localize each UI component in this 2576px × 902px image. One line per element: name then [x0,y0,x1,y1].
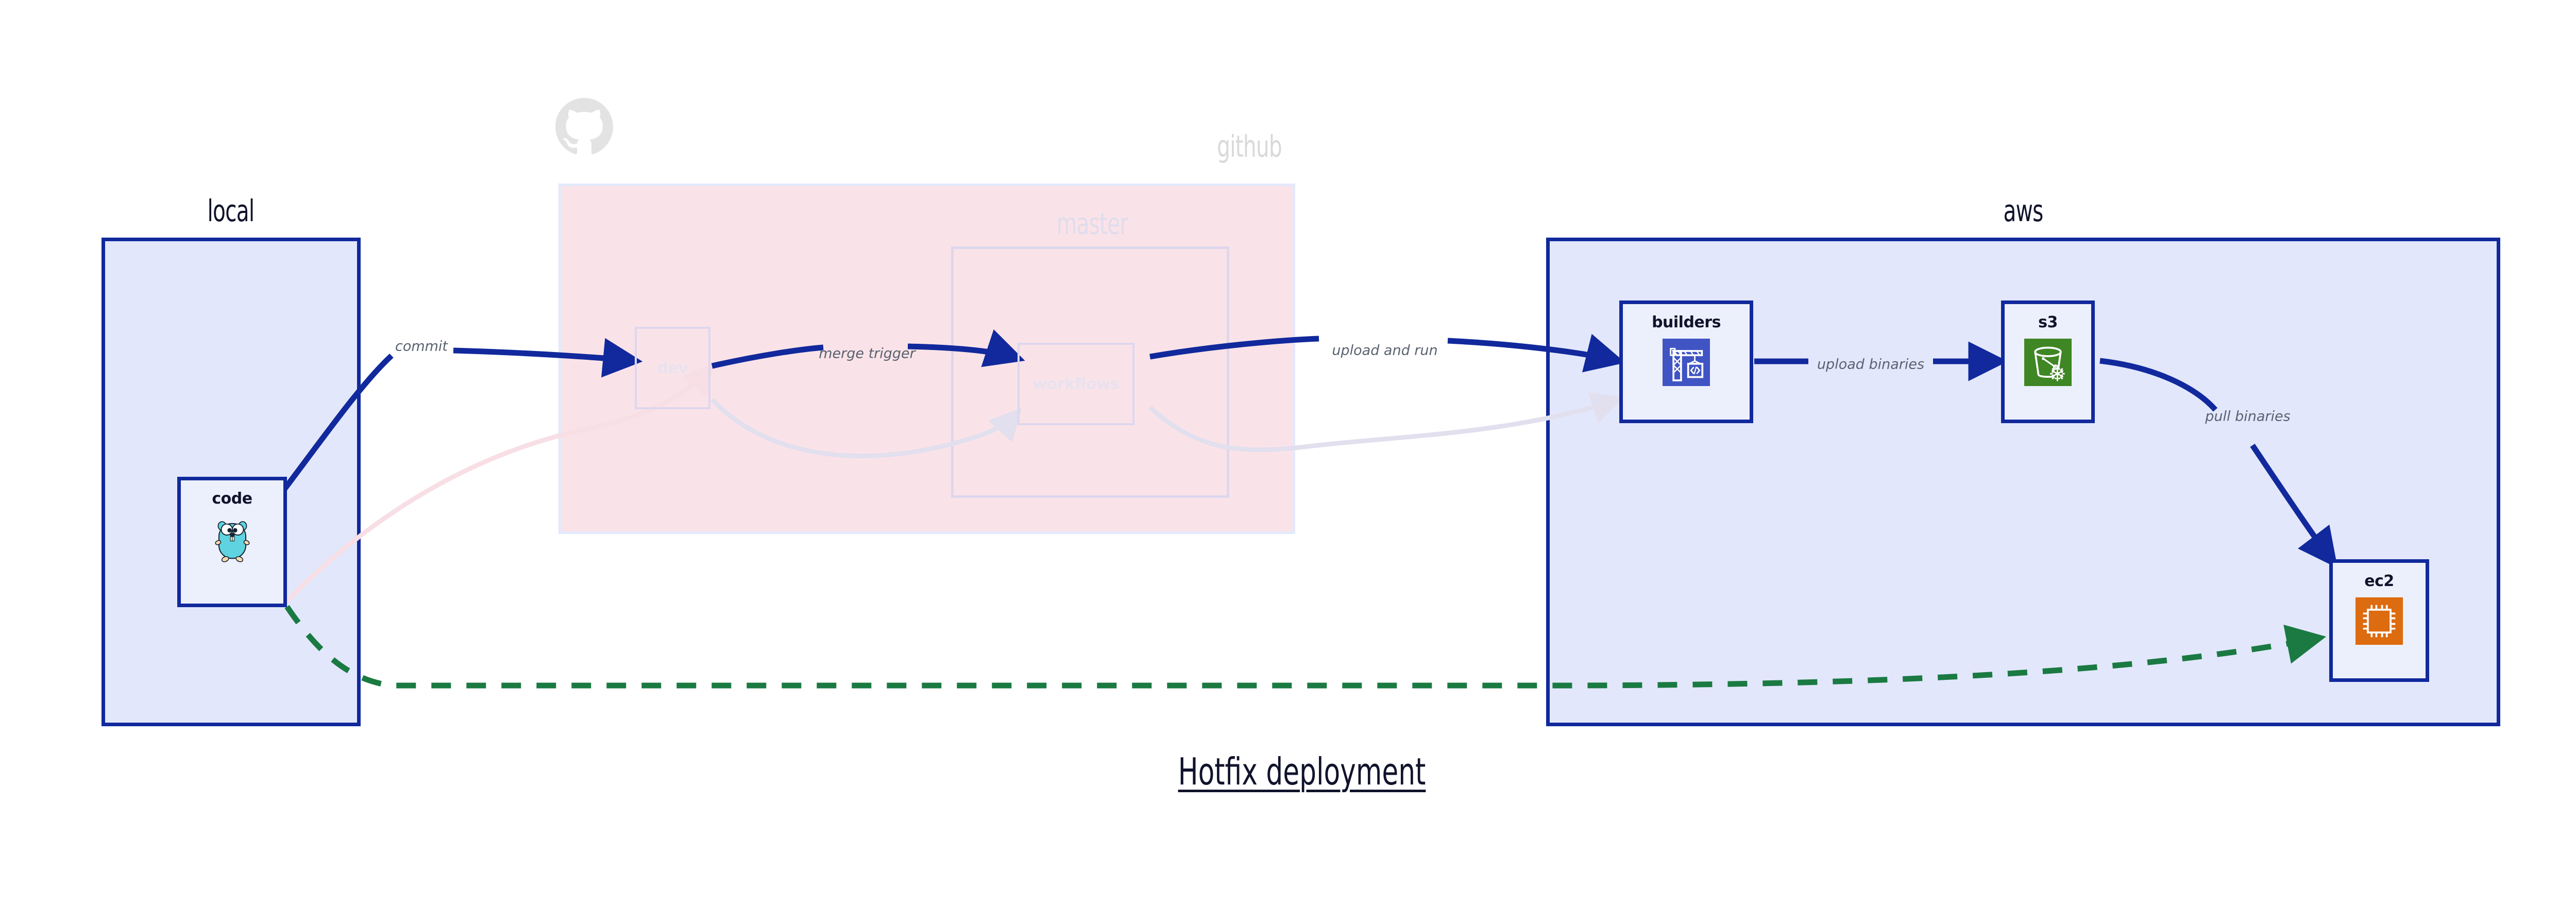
node-ec2[interactable]: ec2 [2329,559,2429,682]
aws-s3-glacier-icon [2024,339,2072,386]
aws-ec2-icon [2355,597,2403,645]
diagram-title: Hotfix deployment [1178,750,1426,793]
cluster-label-aws: aws [2003,193,2043,228]
node-code[interactable]: code [177,477,287,607]
edge-label-commit: commit [395,338,448,355]
node-label-code: code [212,490,252,508]
edge-label-upload-binaries: upload binaries [1817,356,1925,373]
node-label-ec2: ec2 [2364,572,2394,590]
node-label-workflows: workflows [1032,375,1120,393]
cluster-master [951,246,1229,498]
node-workflows[interactable]: workflows [1018,343,1134,425]
node-label-dev: dev [657,359,688,377]
node-s3[interactable]: s3 [2001,300,2095,423]
cluster-label-github: github [1217,129,1282,164]
cluster-label-master: master [1056,206,1129,241]
go-gopher-icon [215,521,249,562]
node-dev[interactable]: dev [635,327,710,409]
node-label-builders: builders [1652,313,1721,331]
edge-label-upload-and-run: upload and run [1332,342,1438,359]
node-builders[interactable]: builders [1619,300,1753,423]
edge-label-merge-trigger: merge trigger [819,345,916,362]
aws-codebuild-icon [1663,339,1710,386]
github-logo-icon [555,98,613,155]
cluster-label-local: local [207,193,255,228]
node-label-s3: s3 [2038,313,2058,331]
edge-label-pull-binaries: pull binaries [2205,408,2291,425]
